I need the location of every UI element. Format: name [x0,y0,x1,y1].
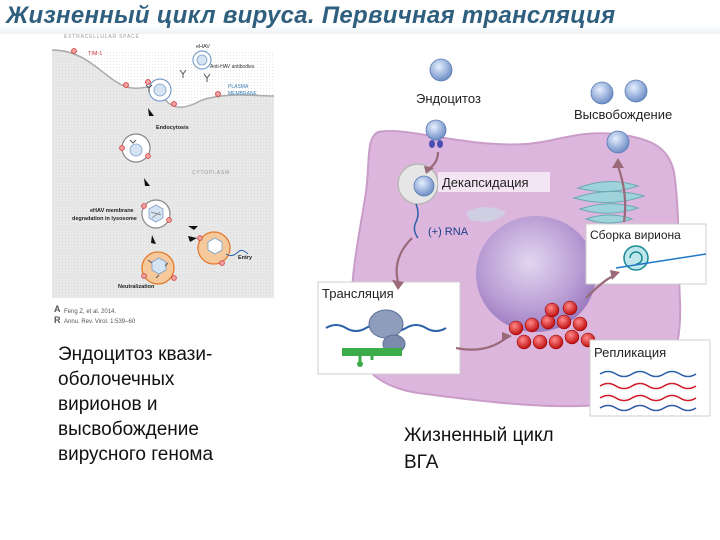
assembly-panel [585,223,707,285]
endocytosis-diagram: EXTRACELLULAR SPACE TIM-1 eHAV Anti-HAV … [52,34,274,325]
caption-right-line: Жизненный цикл [404,425,554,446]
caption-left-line: Эндоцитоз квази- [58,344,213,365]
svg-text:A: A [54,304,61,314]
step-arrows [144,108,198,244]
label-entry: Entry [238,255,253,261]
label-assembly: Сборка вириона [590,228,681,242]
label-degradation-2: degradation in lysosome [72,216,137,222]
title-bar: Жизненный цикл вируса. Первичная трансля… [0,0,720,34]
decapsidation-label-bg [438,172,550,192]
label-endocytosis: Эндоцитоз [416,91,481,106]
slide-title: Жизненный цикл вируса. Первичная трансля… [6,2,616,29]
caption-left-line: вирусного генома [58,444,214,465]
membrane-dots [71,48,221,107]
antibody-icons [179,69,211,82]
ehav-particle [192,50,212,70]
decapsidation-vesicle [397,163,439,239]
label-translation: Трансляция [322,286,394,301]
label-cytoplasm: CYTOPLASM [192,170,230,176]
citation-line-1: Feng Z, et al. 2014. [64,309,116,315]
virion-endocytosis [429,58,453,82]
cycle-arrowheads [392,158,624,342]
replication-particles [508,300,596,350]
caption-left-line: вирионов и [58,394,158,415]
nucleus [476,216,596,332]
caption-right-line: ВГА [404,452,439,473]
svg-text:R: R [54,315,61,325]
label-membrane: MEMBRANE [228,91,258,97]
caption-right: Жизненный цикл ВГА [404,422,624,476]
replication-panel [589,339,711,417]
citation-line-2: Annu. Rev. Virol. 1:539–60 [64,319,136,325]
label-extracellular: EXTRACELLULAR SPACE [64,34,140,40]
label-release: Высвобождение [574,107,672,122]
neutralization-vesicle [141,251,177,285]
label-degradation-1: eHAV membrane [90,208,134,214]
virions-release [590,79,648,154]
translation-panel [317,281,461,375]
er-network [466,207,506,222]
label-tim1: TIM-1 [88,51,102,57]
label-ehav: eHAV [196,44,210,50]
label-endocytosis: Endocytosis [156,125,189,131]
hav-lifecycle-diagram: Эндоцитоз Высвобождение Декапсидация (+)… [317,58,711,417]
caption-left-line: оболочечных [58,369,175,390]
membrane-vesicle [145,78,172,102]
label-replication: Репликация [594,345,666,360]
caption-left: Эндоцитоз квази- оболочечных вирионов и … [58,342,278,467]
label-neutralization: Neutralization [118,284,155,290]
caption-left-line: высвобождение [58,419,199,440]
lysosome [141,199,172,229]
entry-vesicle [197,231,249,266]
label-rna: (+) RNA [428,226,469,238]
label-decapsidation: Декапсидация [442,175,529,190]
label-antibodies: Anti-HAV antibodies [210,64,255,70]
citation-logo: A R [54,304,61,325]
virion-entering [425,119,447,148]
endosome-1 [119,133,151,163]
label-plasma: PLASMA [228,84,249,90]
